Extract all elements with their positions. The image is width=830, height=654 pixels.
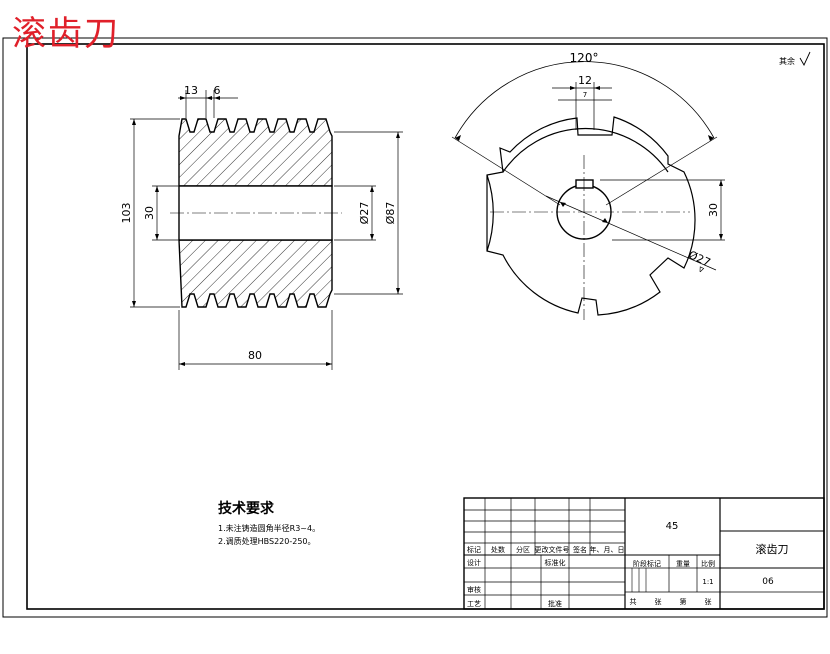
dim-pitch-b: 6 bbox=[214, 84, 221, 97]
dim-side-bore-sub: ∇ bbox=[696, 265, 705, 275]
tb-weight: 重量 bbox=[676, 560, 690, 568]
dim-key-sub: 7 bbox=[583, 91, 587, 99]
section-lower bbox=[178, 239, 333, 308]
roughness-icon bbox=[799, 51, 811, 66]
tb-row-design: 设计 bbox=[467, 558, 481, 567]
dim-bore-dia: Ø27 bbox=[358, 202, 371, 225]
tb-stage-mark: 阶段标记 bbox=[633, 559, 661, 568]
dim-angle: 120° bbox=[570, 51, 599, 65]
outer-arc bbox=[486, 174, 494, 252]
dim-pitch-a: 13 bbox=[184, 84, 198, 97]
outer-border bbox=[2, 37, 828, 618]
inner-border bbox=[26, 43, 825, 610]
tb-header-2: 分区 bbox=[516, 545, 530, 554]
front-view: 13 6 103 30 Ø27 Ø87 80 bbox=[120, 84, 403, 370]
tb-header-4: 签名 bbox=[573, 545, 587, 554]
technical-requirements: 技术要求 1.未注铸造圆角半径R3~4。 2.调质处理HBS220-250。 bbox=[218, 498, 320, 548]
tb-material: 45 bbox=[666, 521, 679, 532]
tb-row-review: 审核 bbox=[467, 585, 481, 594]
drawing-title: 滚齿刀 bbox=[12, 14, 120, 54]
root-arc bbox=[502, 127, 669, 173]
roughness-note: 其余 bbox=[779, 56, 795, 66]
tb-header-0: 标记 bbox=[467, 545, 481, 554]
angle-arc bbox=[454, 61, 715, 139]
tb-sheet-3: 张 bbox=[705, 597, 712, 606]
tb-row-standard: 标准化 bbox=[545, 558, 566, 567]
tech-req-line-2: 2.调质处理HBS220-250。 bbox=[218, 537, 316, 546]
tech-req-heading: 技术要求 bbox=[218, 501, 274, 517]
tb-part-name: 滚齿刀 bbox=[756, 542, 789, 556]
tb-header-5: 年、月、日 bbox=[590, 545, 625, 554]
tb-header-1: 处数 bbox=[491, 545, 505, 554]
side-view: 120° 12 7 30 Ø27 ∇ 其余 bbox=[451, 51, 811, 320]
keyway bbox=[575, 179, 594, 189]
tb-drawing-no: 06 bbox=[762, 577, 774, 587]
tb-sheet-2: 第 bbox=[680, 597, 687, 606]
dim-key-width: 12 bbox=[578, 74, 592, 87]
dim-root-dia: Ø87 bbox=[384, 202, 397, 225]
dim-bore-left: 30 bbox=[143, 206, 156, 220]
title-block bbox=[463, 497, 825, 610]
tb-scale: 比例 bbox=[701, 559, 715, 568]
tb-sheet-1: 张 bbox=[655, 597, 662, 606]
dim-key-height: 30 bbox=[707, 203, 720, 217]
front-arrowheads bbox=[132, 96, 400, 366]
tb-sheet-0: 共 bbox=[630, 597, 637, 606]
dim-length: 80 bbox=[248, 349, 262, 362]
tb-header-3: 更改文件号 bbox=[535, 545, 570, 554]
tooth-ring bbox=[486, 116, 696, 316]
tech-req-line-1: 1.未注铸造圆角半径R3~4。 bbox=[218, 524, 321, 533]
tb-row-approve: 批准 bbox=[548, 599, 562, 608]
dim-outer-dia: 103 bbox=[120, 203, 133, 224]
front-dimensions bbox=[130, 90, 403, 370]
tb-row-process: 工艺 bbox=[467, 600, 481, 608]
section-upper bbox=[178, 118, 333, 187]
tb-scale-value: 1:1 bbox=[702, 578, 713, 586]
